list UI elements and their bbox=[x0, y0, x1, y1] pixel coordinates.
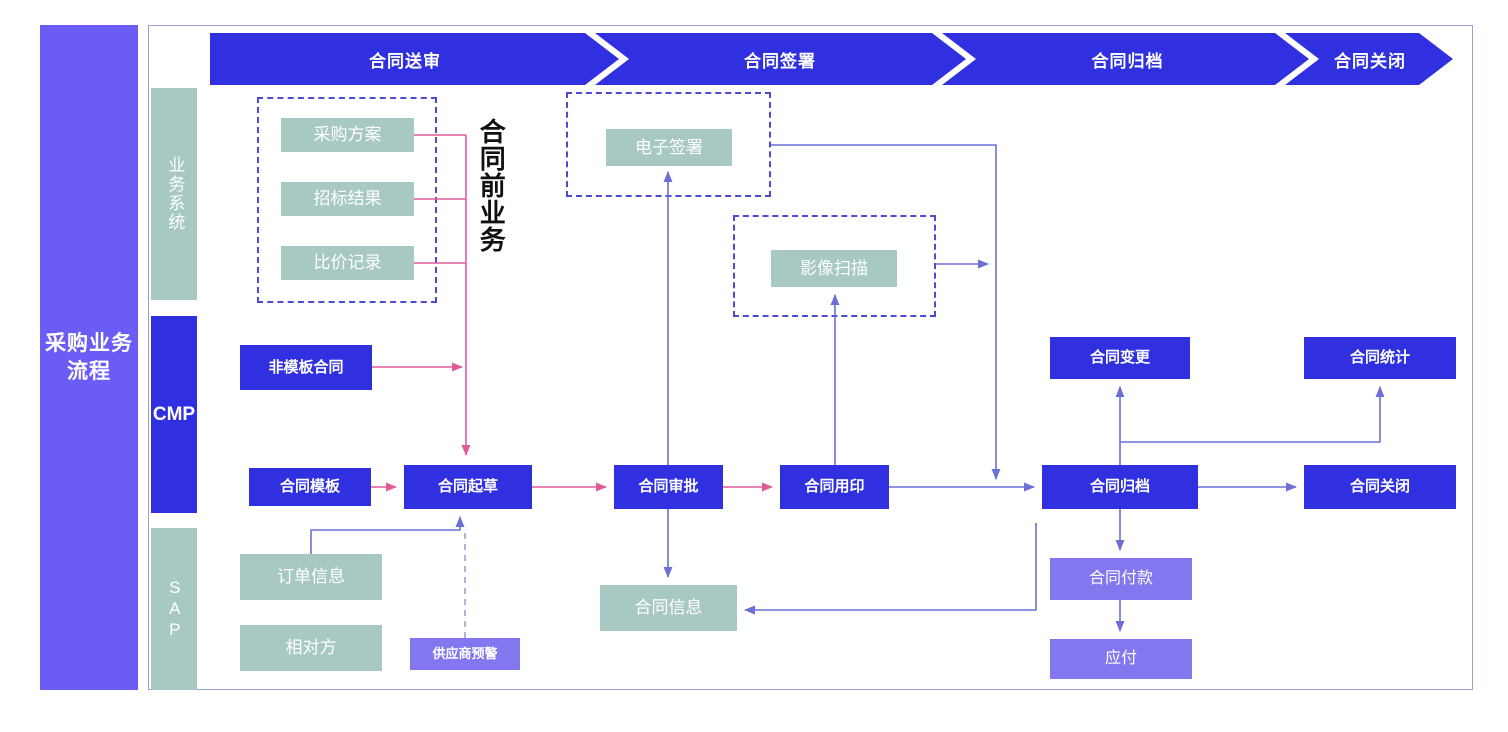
node-contract-change[interactable]: 合同变更 bbox=[1050, 337, 1190, 379]
lane-label-cmp: CMP bbox=[152, 403, 196, 425]
master-process-label: 采购业务流程 bbox=[45, 331, 133, 383]
lane-cmp: CMP bbox=[151, 316, 197, 513]
lane-label-sap: SAP bbox=[165, 577, 185, 641]
node-contract-seal[interactable]: 合同用印 bbox=[780, 465, 889, 509]
node-order-info[interactable]: 订单信息 bbox=[240, 554, 382, 600]
lane-label-business-system: 业务系统 bbox=[165, 156, 185, 232]
node-contract-close[interactable]: 合同关闭 bbox=[1304, 465, 1456, 509]
node-contract-stats[interactable]: 合同统计 bbox=[1304, 337, 1456, 379]
master-process-bar: 采购业务流程 bbox=[40, 25, 138, 690]
node-contract-archive[interactable]: 合同归档 bbox=[1042, 465, 1198, 509]
lane-sap: SAP bbox=[151, 528, 197, 690]
node-payable[interactable]: 应付 bbox=[1050, 639, 1192, 679]
node-price-compare[interactable]: 比价记录 bbox=[281, 246, 414, 280]
node-supplier-alert[interactable]: 供应商预警 bbox=[410, 638, 520, 670]
node-bid-result[interactable]: 招标结果 bbox=[281, 182, 414, 216]
phase-label-3: 合同归档 bbox=[1091, 51, 1164, 71]
node-contract-draft[interactable]: 合同起草 bbox=[404, 465, 532, 509]
node-contract-info[interactable]: 合同信息 bbox=[600, 585, 737, 631]
phase-label-1: 合同送审 bbox=[369, 51, 441, 71]
node-esign[interactable]: 电子签署 bbox=[606, 129, 732, 166]
node-counterparty[interactable]: 相对方 bbox=[240, 625, 382, 671]
phase-chevron-3 bbox=[942, 33, 1309, 85]
phase-chevron-4 bbox=[1285, 33, 1453, 85]
node-contract-template[interactable]: 合同模板 bbox=[249, 468, 371, 506]
node-contract-payment[interactable]: 合同付款 bbox=[1050, 558, 1192, 600]
node-non-template-contract[interactable]: 非模板合同 bbox=[240, 345, 372, 390]
node-purchase-plan[interactable]: 采购方案 bbox=[281, 118, 414, 152]
node-contract-approval[interactable]: 合同审批 bbox=[614, 465, 723, 509]
lane-business-system: 业务系统 bbox=[151, 88, 197, 300]
phase-chevron-2 bbox=[595, 33, 966, 85]
group-pre-contract bbox=[257, 97, 437, 303]
phase-label-4: 合同关闭 bbox=[1334, 51, 1406, 71]
node-image-scan[interactable]: 影像扫描 bbox=[771, 250, 897, 287]
phase-label-2: 合同签署 bbox=[744, 51, 816, 71]
phase-chevron-1 bbox=[210, 33, 619, 85]
group-caption-pre-contract: 合同前业务 bbox=[476, 118, 507, 253]
phase-banner: 合同送审 合同签署 合同归档 合同关闭 bbox=[210, 33, 1453, 85]
